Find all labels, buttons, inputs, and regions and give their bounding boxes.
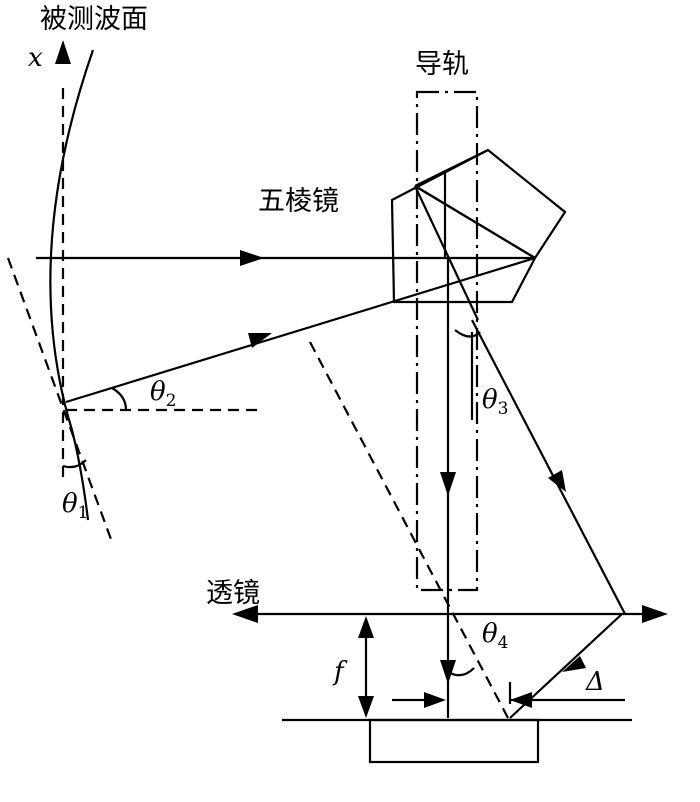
guide-rail-frame: [415, 90, 479, 592]
measured-wavefront-curve: [49, 49, 95, 521]
focal-arrow-top: [358, 616, 374, 638]
delta-arrow-right: [510, 692, 532, 708]
x-axis-arrowhead: [55, 40, 71, 64]
theta3-label: θ3: [482, 385, 508, 419]
delta-label: Δ: [585, 667, 605, 697]
theta2-label: θ2: [150, 377, 176, 411]
pentaprism-internal-ray-2: [414, 149, 489, 187]
lens-arrow-right: [642, 605, 668, 623]
detector-block: [368, 718, 540, 764]
wavefront-label: 被测波面: [40, 4, 148, 35]
oblique-beam-arrow: [548, 470, 566, 492]
lens-arrow-left: [232, 605, 258, 623]
wavefront-tangent-line: [6, 257, 114, 543]
theta1-label: θ1: [62, 489, 88, 523]
theta4-arc: [447, 667, 475, 677]
theta4-label: θ4: [482, 619, 508, 653]
oblique-beam: [471, 319, 626, 615]
focal-length-label: f: [332, 657, 348, 687]
x-axis-label: x: [28, 43, 43, 73]
guide-rail-label: 导轨: [415, 49, 469, 80]
theta2-arc: [111, 387, 128, 411]
reflected-beam-arrow: [248, 333, 272, 348]
theta1-arc: [62, 459, 87, 469]
input-beam-arrow: [240, 250, 264, 266]
lens-label: 透镜: [206, 578, 260, 609]
pentaprism-label: 五棱镜: [258, 186, 339, 217]
refracted-beam-arrow: [562, 656, 586, 672]
focal-arrow-bottom: [358, 696, 374, 718]
delta-arrow-left: [424, 692, 446, 708]
reflected-beam: [65, 256, 536, 404]
pentaprism-ray-to-apex: [414, 185, 536, 259]
vertical-beam-arrow: [440, 472, 456, 496]
pentaprism-exit-ray: [414, 185, 479, 321]
